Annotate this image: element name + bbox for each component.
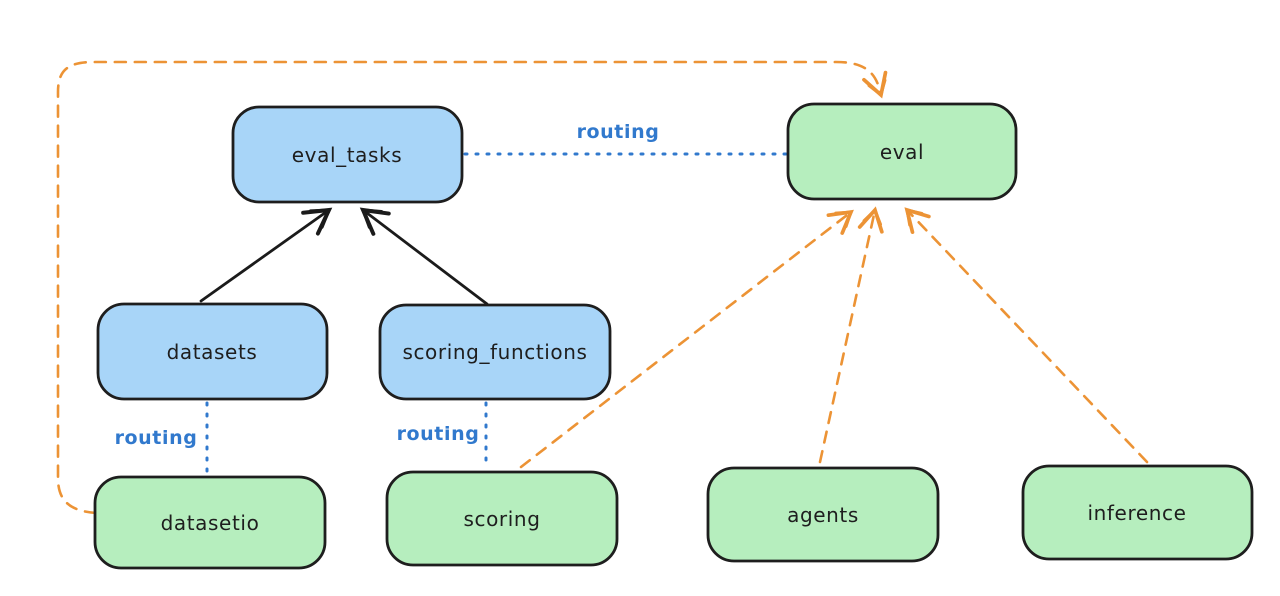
edge-scoring-functions-to-eval-tasks-arrow <box>359 207 489 306</box>
node-datasets: datasets <box>96 302 329 401</box>
routing-label-datasets-datasetio: routing <box>115 427 198 449</box>
node-scoring-functions: scoring_functions <box>378 303 612 401</box>
node-inference-box <box>1021 464 1254 561</box>
node-datasetio-box <box>93 475 327 570</box>
node-inference-label: inference <box>1087 501 1186 525</box>
node-datasetio: datasetio <box>93 475 327 570</box>
node-scoring-label: scoring <box>463 507 540 531</box>
edge-datasets-to-eval-tasks-arrow <box>199 207 333 303</box>
edge-agents-to-eval-dashed-arrow <box>818 206 884 464</box>
node-scoring-functions-box <box>378 303 612 401</box>
node-scoring: scoring <box>385 470 619 567</box>
node-datasets-label: datasets <box>167 340 258 364</box>
node-eval-box <box>786 102 1018 201</box>
node-datasetio-label: datasetio <box>161 511 260 535</box>
node-eval: eval <box>786 102 1018 201</box>
node-scoring-box <box>385 470 619 567</box>
node-agents-label: agents <box>787 503 859 527</box>
node-agents: agents <box>706 466 940 563</box>
edge-scoring-to-eval-dashed-arrow <box>519 209 854 469</box>
node-inference: inference <box>1021 464 1254 561</box>
edge-inference-to-eval-dashed-arrow <box>904 207 1149 464</box>
node-eval-tasks-box <box>231 105 464 204</box>
node-eval-label: eval <box>880 140 924 164</box>
routing-label-scoring-functions-scoring: routing <box>397 423 480 445</box>
node-scoring-functions-label: scoring_functions <box>402 340 587 364</box>
node-eval-tasks: eval_tasks <box>231 105 464 204</box>
node-eval-tasks-label: eval_tasks <box>292 143 402 167</box>
routing-label-eval-tasks-eval: routing <box>577 121 660 143</box>
node-datasets-box <box>96 302 329 401</box>
node-agents-box <box>706 466 940 563</box>
